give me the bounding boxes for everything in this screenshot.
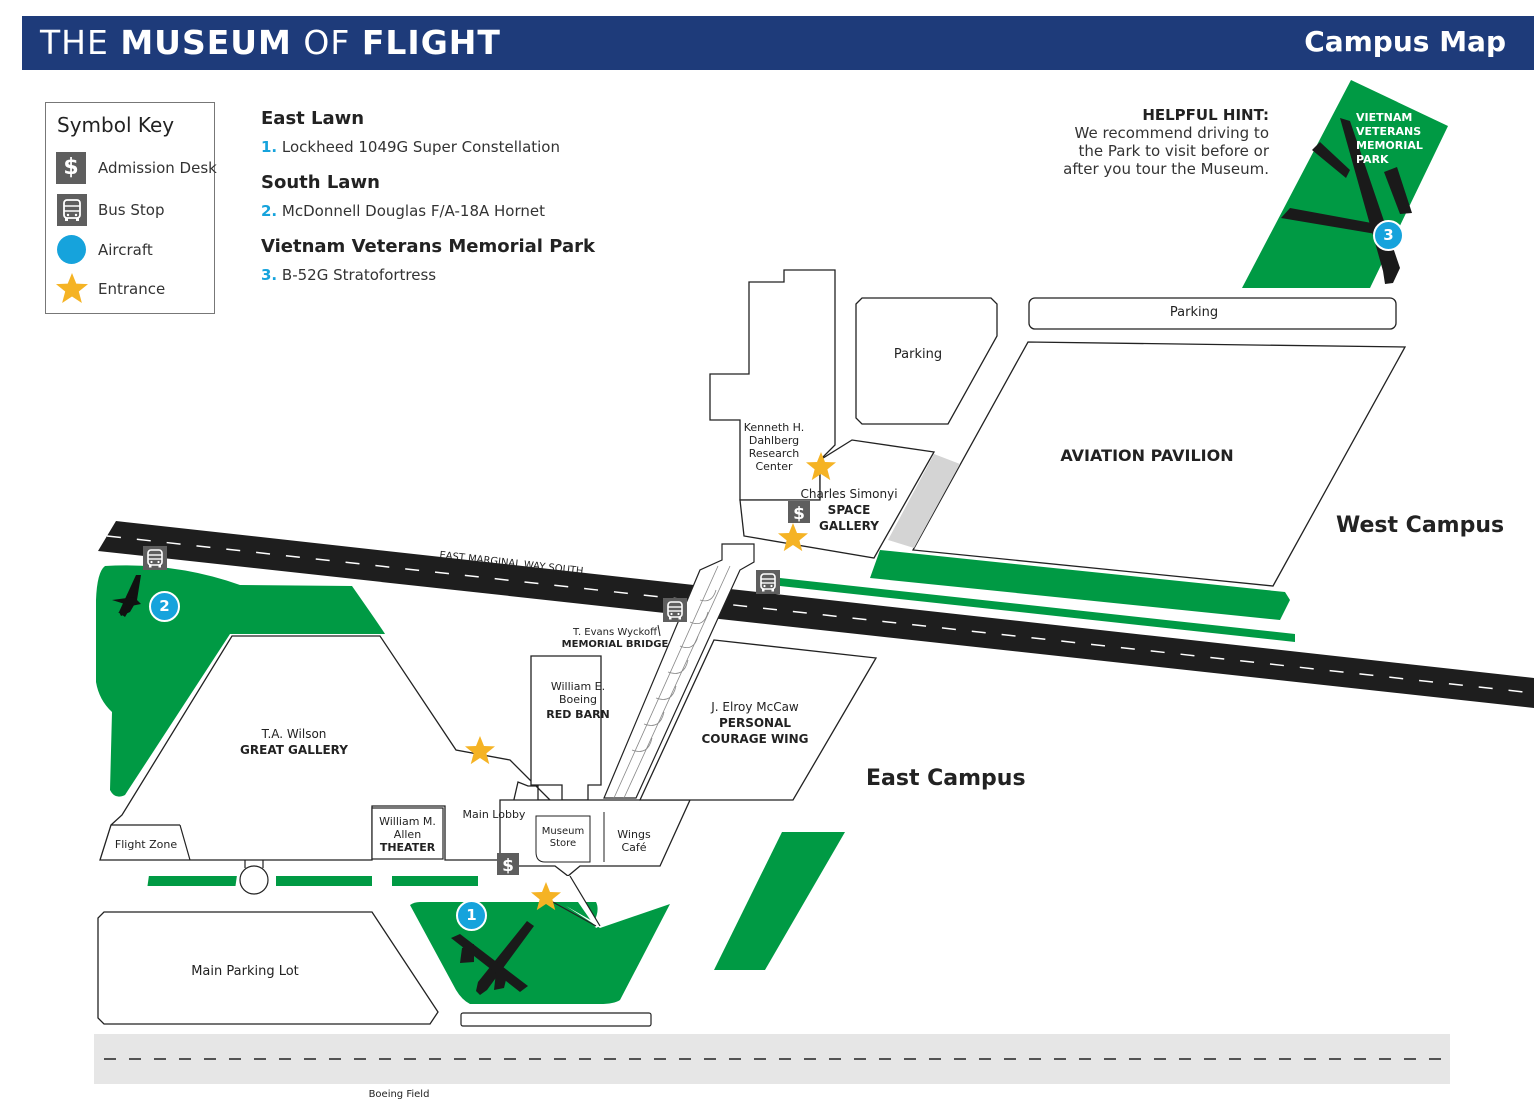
star-icon (56, 273, 88, 303)
memorial-bridge[interactable] (603, 543, 755, 799)
east-marginal-way-road (98, 521, 1534, 708)
admission-desk-icon[interactable]: $ (497, 853, 519, 876)
west-lawn-strip (870, 550, 1290, 620)
aviation-pavilion-label: AVIATION PAVILION (1060, 446, 1234, 465)
space-gallery-building[interactable] (739, 439, 936, 559)
legend-item[interactable]: 2. McDonnell Douglas F/A-18A Hornet (261, 202, 545, 220)
svg-text:$: $ (502, 856, 514, 876)
museum-store-outline[interactable] (535, 815, 591, 863)
bus-icon (57, 194, 87, 226)
header-bar: THE MUSEUM OF FLIGHT Campus Map (22, 16, 1534, 70)
boeing-field-runway (94, 1034, 1450, 1084)
bus-stop-icon[interactable] (663, 598, 687, 622)
museum-brand[interactable]: THE MUSEUM OF FLIGHT (40, 23, 501, 62)
roundabout (239, 865, 269, 895)
space-gallery-label: Charles Simonyi SPACE GALLERY (800, 487, 898, 533)
parking-top-label: Parking (1169, 305, 1219, 320)
parking-top-lot[interactable] (1028, 297, 1397, 330)
boeing-field-label: Boeing Field (368, 1089, 430, 1100)
main-lobby-label: Main Lobby (462, 808, 526, 821)
courage-wing-building[interactable] (638, 639, 878, 801)
parking-upper-label: Parking (893, 347, 943, 362)
theater-building[interactable] (371, 807, 444, 860)
main-parking-label: Main Parking Lot (191, 964, 299, 979)
east-campus-label: East Campus (866, 766, 1026, 791)
legend-heading: East Lawn (261, 108, 365, 129)
vietnam-veterans-memorial-park[interactable] (1242, 80, 1448, 288)
key-row-admission: $ Admission Desk (56, 152, 217, 184)
small-parking-strip (460, 1012, 652, 1027)
legend-heading: Vietnam Veterans Memorial Park (261, 236, 595, 257)
bus-stop-icon[interactable] (143, 546, 167, 570)
symbol-key: Symbol Key $ Admission Desk Bus Stop Air… (45, 102, 217, 314)
main-parking-lot[interactable] (97, 911, 439, 1025)
aviation-pavilion-building[interactable] (911, 341, 1407, 587)
parking-upper-lot[interactable] (855, 297, 998, 425)
east-lawn-strip (714, 832, 845, 970)
lawn-strip-2 (276, 876, 372, 886)
key-row-aircraft: Aircraft (56, 234, 214, 266)
east-lawn[interactable] (410, 902, 670, 1004)
lawn-strip-1 (147, 876, 237, 886)
west-campus-label: West Campus (1336, 513, 1505, 538)
aircraft-3-marker[interactable]: 3 (1373, 220, 1404, 251)
legend-heading: South Lawn (261, 172, 380, 193)
legend-item[interactable]: 3. B-52G Stratofortress (261, 266, 437, 284)
pavilion-walkway (888, 454, 960, 548)
south-lawn[interactable] (96, 565, 385, 797)
flight-zone-label: Flight Zone (114, 838, 178, 851)
helpful-hint: HELPFUL HINT: We recommend driving to th… (1063, 106, 1269, 178)
aircraft-1-marker[interactable]: 1 (456, 900, 487, 931)
aircraft-dot-icon (57, 235, 86, 264)
lawn-strip-3 (392, 876, 478, 886)
page-title: Campus Map (1304, 25, 1506, 58)
svg-text:$: $ (793, 504, 805, 524)
aircraft-2-marker[interactable]: 2 (149, 591, 180, 622)
hornet-aircraft-icon (112, 575, 141, 617)
admission-desk-icon[interactable]: $ (788, 501, 810, 524)
key-row-bus: Bus Stop (56, 194, 214, 226)
flight-zone-divider (179, 824, 191, 861)
west-lawn-strip-2 (780, 578, 1295, 642)
east-lawn-walkway (560, 876, 600, 928)
symbol-key-title: Symbol Key (57, 113, 175, 137)
key-row-entrance: Entrance (56, 273, 214, 305)
super-constellation-aircraft-icon (451, 921, 534, 995)
red-barn-building[interactable] (530, 655, 602, 801)
legend-item[interactable]: 1. Lockheed 1049G Super Constellation (261, 138, 560, 156)
dollar-icon: $ (56, 152, 86, 184)
bus-stop-icon[interactable] (756, 570, 780, 594)
